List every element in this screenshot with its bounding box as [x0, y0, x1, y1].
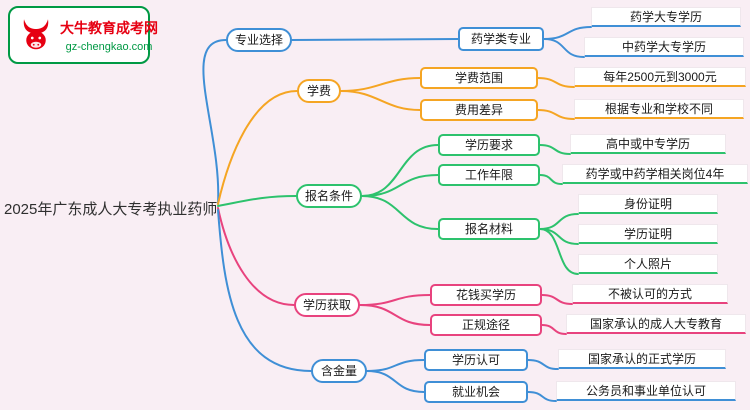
- leaf-tcm-college-degree: 中药学大专学历: [584, 37, 744, 57]
- node-education-requirement: 学历要求: [438, 134, 540, 156]
- node-buying-degree: 花钱买学历: [430, 284, 542, 306]
- mindmap-root: 2025年广东成人大专考执业药师: [4, 201, 218, 218]
- leaf-pharmacy-college-degree: 药学大专学历: [591, 7, 741, 27]
- node-application-materials: 报名材料: [438, 218, 540, 240]
- branch-tuition: 学费: [297, 79, 341, 103]
- node-degree-recognition: 学历认可: [424, 349, 528, 371]
- leaf-state-recognized-degree: 国家承认的正式学历: [558, 349, 726, 369]
- leaf-highschool-or-technical: 高中或中专学历: [570, 134, 726, 154]
- bull-logo-icon: [23, 19, 49, 50]
- node-tuition-range: 学费范围: [420, 67, 538, 89]
- leaf-education-proof: 学历证明: [578, 224, 718, 244]
- leaf-civil-service-recognition: 公务员和事业单位认可: [556, 381, 736, 401]
- node-work-years: 工作年限: [438, 164, 540, 186]
- site-logo: 大牛教育成考网 gz-chengkao.com: [8, 6, 158, 64]
- leaf-four-years-pharmacy: 药学或中药学相关岗位4年: [562, 164, 748, 184]
- branch-curves-level3: [527, 26, 592, 402]
- branch-curves-level2: [291, 38, 459, 393]
- logo-text: 大牛教育成考网 gz-chengkao.com: [60, 18, 158, 53]
- branch-requirements: 报名条件: [296, 184, 362, 208]
- branch-curves-root: [202, 39, 312, 372]
- logo-title: 大牛教育成考网: [60, 19, 158, 36]
- branch-degree-acquisition: 学历获取: [294, 293, 360, 317]
- leaf-identity-proof: 身份证明: [578, 194, 718, 214]
- node-pharmacy-majors: 药学类专业: [458, 27, 544, 51]
- leaf-personal-photo: 个人照片: [578, 254, 718, 274]
- leaf-tuition-amount: 每年2500元到3000元: [574, 67, 746, 87]
- node-formal-channel: 正规途径: [430, 314, 542, 336]
- leaf-depends-on-school: 根据专业和学校不同: [574, 99, 744, 119]
- branch-value: 含金量: [311, 359, 367, 383]
- logo-url: gz-chengkao.com: [65, 40, 153, 53]
- node-cost-difference: 费用差异: [420, 99, 538, 121]
- leaf-state-recognized-education: 国家承认的成人大专教育: [566, 314, 746, 334]
- branch-major-selection: 专业选择: [226, 28, 292, 52]
- leaf-not-recognized-method: 不被认可的方式: [572, 284, 728, 304]
- node-job-opportunities: 就业机会: [424, 381, 528, 403]
